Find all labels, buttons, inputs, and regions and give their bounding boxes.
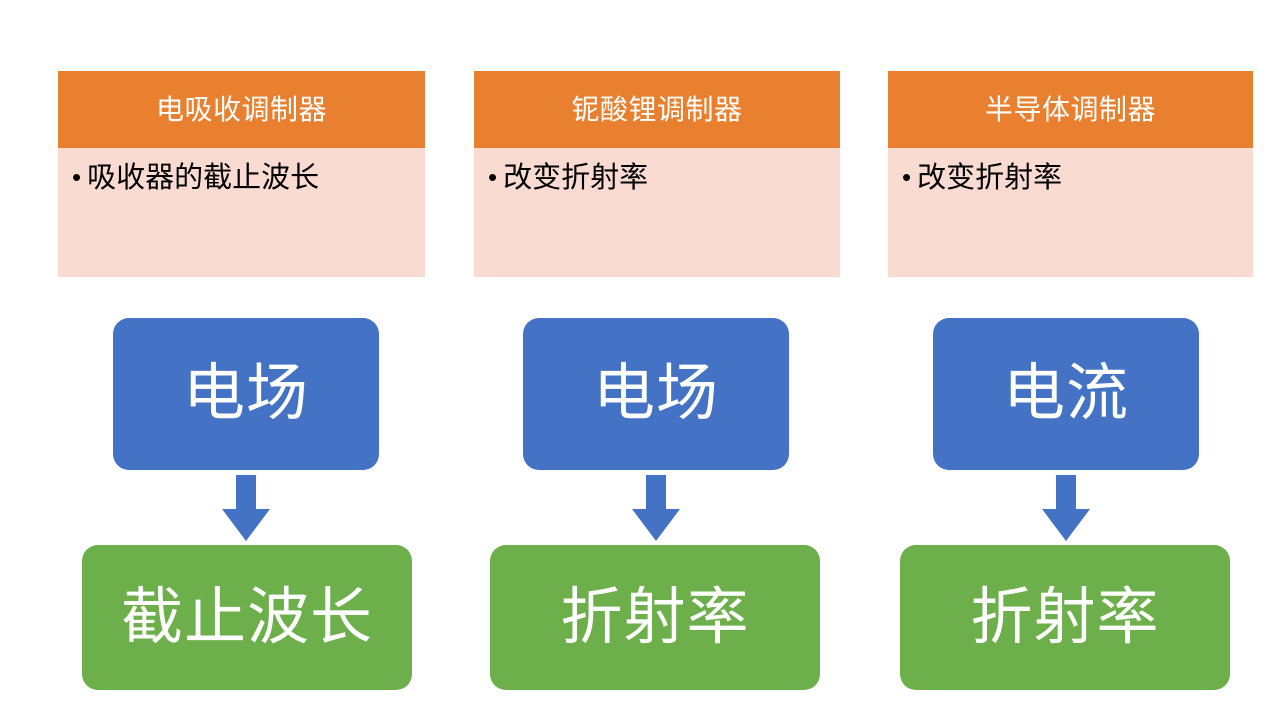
- card-title-text: 铌酸锂调制器: [571, 93, 743, 125]
- output-box-label: 截止波长: [120, 582, 373, 652]
- bullet-dot-icon: •: [72, 162, 82, 192]
- bullet-item: • 改变折射率: [902, 162, 1245, 195]
- output-box-electro-absorption[interactable]: 截止波长: [82, 545, 412, 690]
- output-box-label: 折射率: [970, 582, 1160, 652]
- output-box-lithium-niobate[interactable]: 折射率: [490, 545, 820, 690]
- input-box-label: 电场: [182, 359, 309, 428]
- card-body-semiconductor: • 改变折射率: [888, 148, 1253, 277]
- card-body-lithium-niobate: • 改变折射率: [474, 148, 840, 277]
- output-box-semiconductor[interactable]: 折射率: [900, 545, 1230, 690]
- info-card-electro-absorption[interactable]: 电吸收调制器 • 吸收器的截止波长: [58, 71, 425, 277]
- info-card-lithium-niobate[interactable]: 铌酸锂调制器 • 改变折射率: [474, 71, 840, 277]
- bullet-text: 吸收器的截止波长: [87, 162, 320, 194]
- info-card-semiconductor[interactable]: 半导体调制器 • 改变折射率: [888, 71, 1253, 277]
- bullet-dot-icon: •: [902, 162, 912, 192]
- down-arrow-icon: [1042, 475, 1090, 541]
- bullet-text: 改变折射率: [503, 162, 649, 194]
- card-header-semiconductor: 半导体调制器: [888, 71, 1253, 148]
- card-header-electro-absorption: 电吸收调制器: [58, 71, 425, 148]
- card-header-lithium-niobate: 铌酸锂调制器: [474, 71, 840, 148]
- card-title-text: 电吸收调制器: [155, 93, 327, 125]
- bullet-dot-icon: •: [488, 162, 498, 192]
- bullet-item: • 吸收器的截止波长: [72, 162, 417, 195]
- input-box-semiconductor[interactable]: 电流: [933, 318, 1199, 470]
- bullet-item: • 改变折射率: [488, 162, 832, 195]
- input-box-label: 电场: [592, 359, 719, 428]
- input-box-electro-absorption[interactable]: 电场: [113, 318, 379, 470]
- down-arrow-icon: [222, 475, 270, 541]
- card-title-text: 半导体调制器: [984, 93, 1156, 125]
- bullet-text: 改变折射率: [917, 162, 1063, 194]
- output-box-label: 折射率: [560, 582, 750, 652]
- card-body-electro-absorption: • 吸收器的截止波长: [58, 148, 425, 277]
- input-box-lithium-niobate[interactable]: 电场: [523, 318, 789, 470]
- down-arrow-icon: [632, 475, 680, 541]
- input-box-label: 电流: [1002, 359, 1129, 428]
